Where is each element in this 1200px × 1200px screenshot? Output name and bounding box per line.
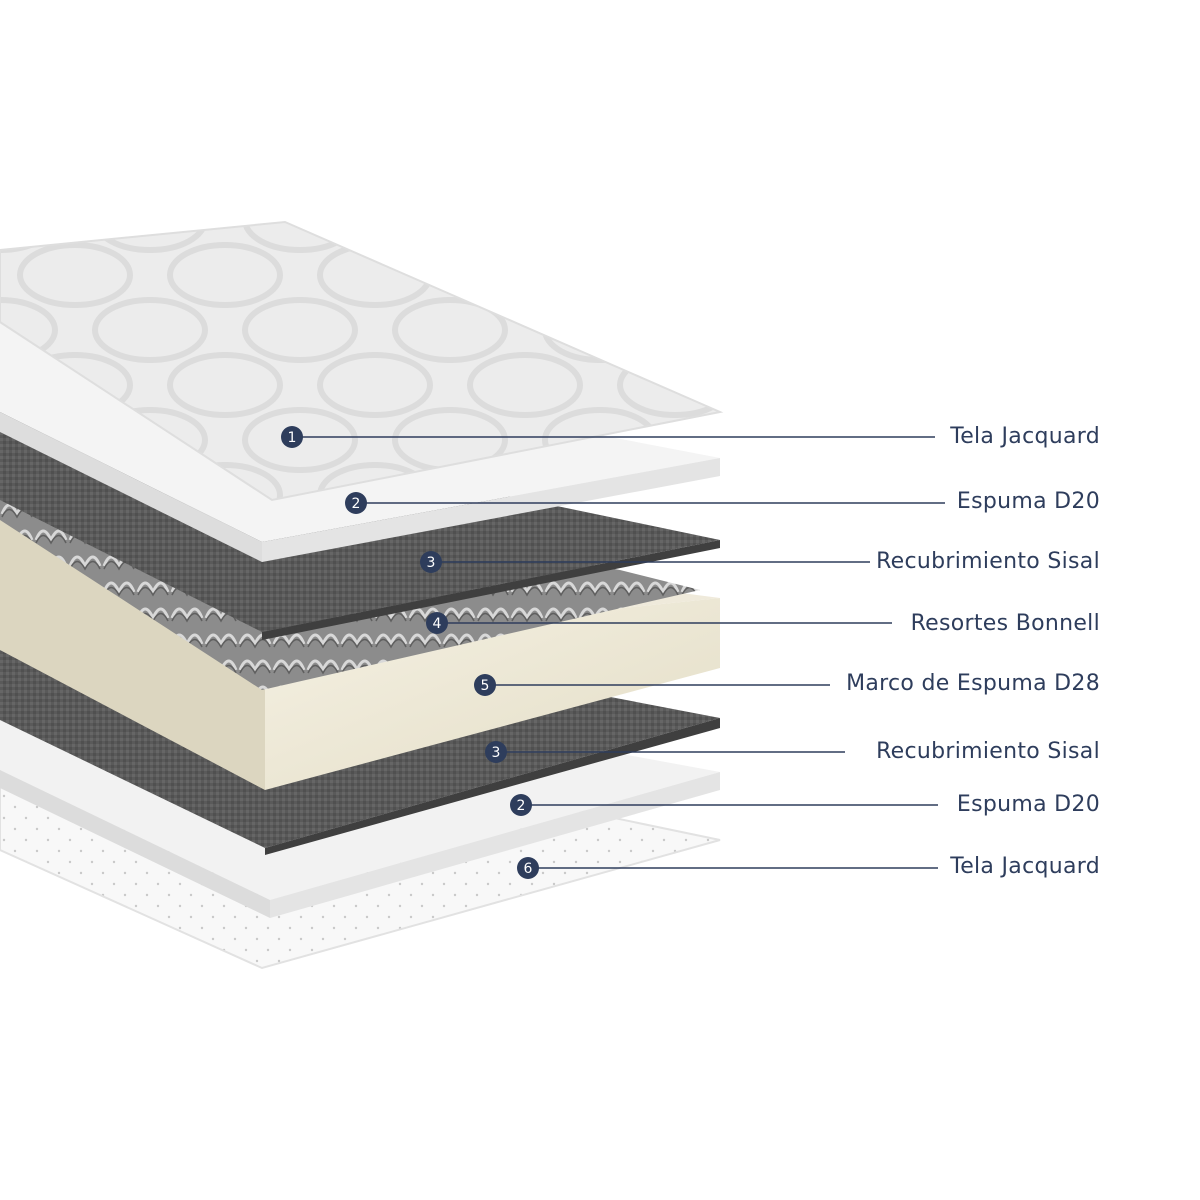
marker-number: 6 [524, 861, 533, 877]
label-espuma-d20-bottom: Espuma D20 [956, 792, 1100, 817]
marker-number: 2 [352, 496, 361, 512]
marker-1: 1 [281, 426, 303, 448]
layer-top-fabric [0, 220, 724, 502]
label-tela-jacquard-bottom: Tela Jacquard [950, 854, 1100, 879]
label-marco-espuma-d28: Marco de Espuma D28 [846, 671, 1100, 696]
label-espuma-d20-top: Espuma D20 [956, 489, 1100, 514]
marker-6: 3 [485, 741, 507, 763]
marker-number: 2 [517, 798, 526, 814]
callout-markers: 1 2 3 4 5 3 2 [281, 426, 945, 879]
marker-5: 5 [474, 674, 496, 696]
label-recubrimiento-sisal-bottom: Recubrimiento Sisal [876, 739, 1100, 764]
marker-3: 3 [420, 551, 442, 573]
marker-number: 5 [481, 678, 490, 694]
marker-number: 1 [288, 430, 297, 446]
label-tela-jacquard-top: Tela Jacquard [950, 424, 1100, 449]
marker-number: 3 [492, 745, 501, 761]
marker-number: 3 [427, 555, 436, 571]
marker-7: 2 [510, 794, 532, 816]
marker-4: 4 [426, 612, 448, 634]
marker-2: 2 [345, 492, 367, 514]
marker-number: 4 [433, 616, 442, 632]
label-resortes-bonnell: Resortes Bonnell [910, 611, 1100, 636]
marker-8: 6 [517, 857, 539, 879]
label-recubrimiento-sisal-top: Recubrimiento Sisal [876, 549, 1100, 574]
